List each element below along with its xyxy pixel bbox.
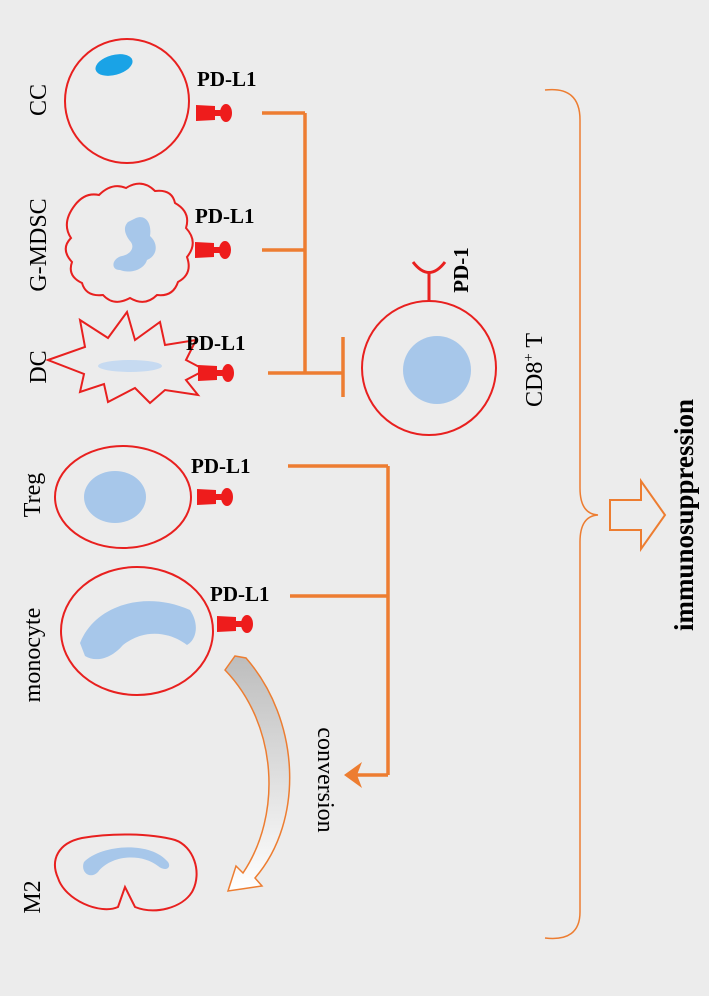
m2-nucleus bbox=[83, 847, 170, 876]
cc-nucleus bbox=[95, 54, 133, 76]
cd8-t-cell bbox=[361, 261, 497, 436]
monocyte-pdl1-label: PD-L1 bbox=[210, 582, 270, 606]
cd8-t-label: CD8+ T bbox=[521, 333, 548, 407]
dc-pdl1-ligand bbox=[198, 364, 234, 382]
dc-cell bbox=[45, 309, 208, 405]
conversion-arrowhead bbox=[344, 762, 362, 788]
monocyte-cell bbox=[60, 566, 214, 696]
cd8-main-text: CD8 bbox=[522, 362, 548, 407]
pd1-receptor bbox=[411, 261, 447, 274]
outcome-arrow bbox=[609, 477, 667, 553]
inhibition-connector bbox=[262, 111, 345, 397]
conversion-connector bbox=[288, 464, 390, 777]
gmdsc-pdl1-ligand bbox=[195, 241, 231, 259]
pd1-label: PD-1 bbox=[449, 247, 473, 293]
m2-label: M2 bbox=[20, 880, 46, 913]
monocyte-pdl1-ligand bbox=[217, 615, 253, 633]
cc-cell bbox=[64, 38, 190, 164]
gmdsc-pdl1-label: PD-L1 bbox=[195, 204, 255, 228]
treg-label: Treg bbox=[20, 473, 46, 517]
dc-nucleus bbox=[98, 360, 162, 372]
dc-label: DC bbox=[26, 350, 52, 383]
gmdsc-label: G-MDSC bbox=[26, 198, 52, 291]
conversion-label: conversion bbox=[312, 727, 338, 832]
conversion-curved-arrow bbox=[224, 655, 291, 892]
cd8-nucleus bbox=[403, 336, 471, 404]
cc-pdl1-label: PD-L1 bbox=[197, 67, 257, 91]
cd8-superscript: + bbox=[521, 353, 537, 361]
cc-label: CC bbox=[26, 84, 52, 116]
treg-pdl1-label: PD-L1 bbox=[191, 454, 251, 478]
cd8-tail-text: T bbox=[522, 333, 548, 354]
treg-pdl1-ligand bbox=[197, 488, 233, 506]
m2-cell bbox=[54, 833, 198, 912]
cc-pdl1-ligand bbox=[196, 104, 232, 122]
outcome-label: immunosuppression bbox=[669, 399, 699, 631]
gmdsc-cell bbox=[64, 182, 194, 303]
treg-nucleus bbox=[84, 471, 146, 523]
summary-brace bbox=[544, 88, 599, 940]
gmdsc-nucleus bbox=[113, 217, 156, 272]
monocyte-label: monocyte bbox=[20, 608, 46, 703]
monocyte-nucleus bbox=[80, 601, 196, 660]
dc-pdl1-label: PD-L1 bbox=[186, 331, 246, 355]
treg-cell bbox=[54, 445, 192, 549]
